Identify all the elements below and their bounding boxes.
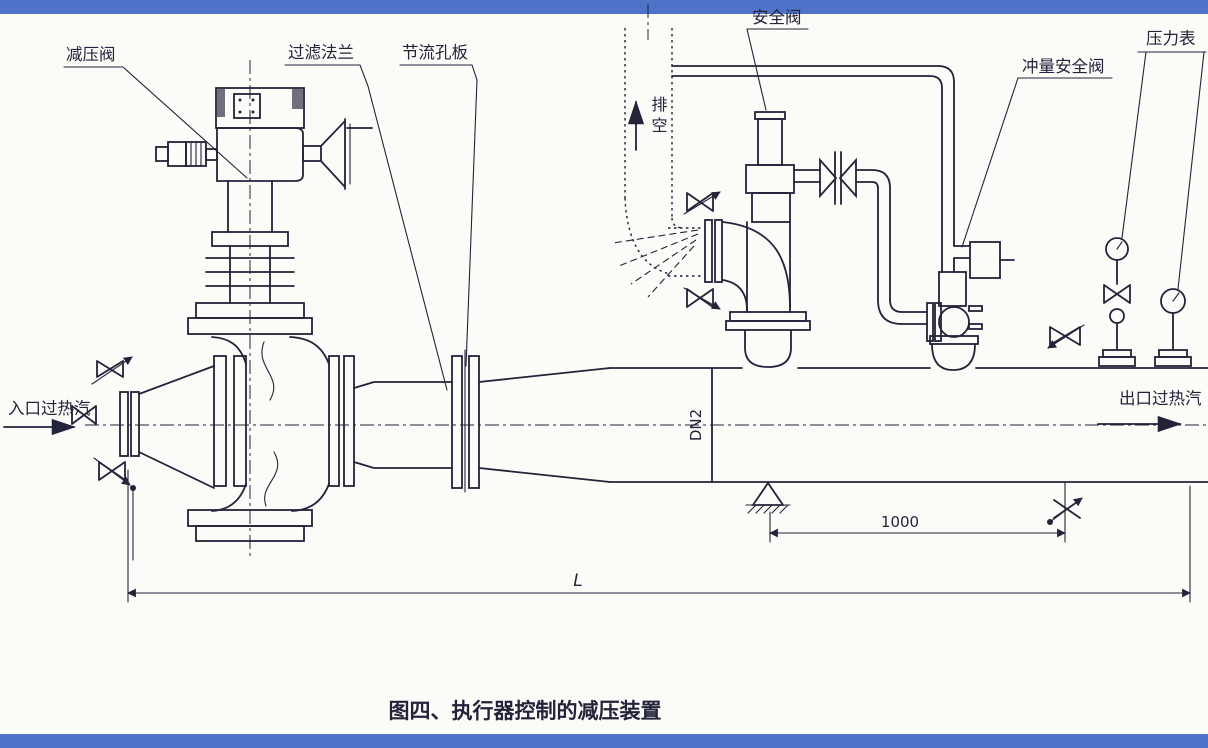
impulse-safety-valve-label: 冲量安全阀 [1022, 57, 1105, 76]
actuator [155, 87, 373, 304]
actuator-body [216, 127, 304, 182]
dimension-1000: 1000 [769, 482, 1066, 543]
bottom-bar [0, 734, 1208, 748]
terminal-box [233, 93, 261, 119]
impulse-line [793, 151, 928, 325]
top-bar [0, 0, 1208, 14]
reducing-valve-body [119, 60, 330, 558]
outlet-flow: 出口过热汽 [1097, 389, 1202, 433]
callout-pressure-gauge: 压力表 [1121, 29, 1207, 290]
handwheel [302, 118, 373, 190]
tap-valve-symbols [71, 191, 1085, 561]
dimension-1000-value: 1000 [881, 513, 919, 531]
pipe-support [745, 481, 791, 514]
damper-block [969, 241, 1001, 279]
motor [155, 141, 218, 167]
vent-pipe: 排空 [612, 4, 705, 298]
spring-dome [931, 343, 976, 371]
callout-safety-valve: 安全阀 [746, 8, 809, 111]
callout-filter-flange: 过滤法兰 [284, 43, 448, 391]
dimension-L-value: L [573, 571, 582, 591]
safety-valve [704, 111, 811, 368]
dimension-L: L [127, 469, 1191, 603]
orifice-fitting [819, 157, 857, 199]
figure-caption: 图四、执行器控制的减压装置 [389, 699, 662, 723]
pipe-expander [328, 349, 611, 493]
vent-label: 排空 [649, 96, 668, 138]
orifice-plate-label: 节流孔板 [402, 43, 468, 62]
callout-impulse-safety-valve: 冲量安全阀 [961, 57, 1113, 248]
reducing-valve-label: 减压阀 [66, 45, 116, 64]
pipe-size-label: DN2 [687, 409, 705, 441]
filter-flange-label: 过滤法兰 [288, 43, 354, 62]
pressure-gauge-1 [1098, 237, 1136, 367]
callout-reducing-valve: 减压阀 [63, 45, 248, 179]
main-pipe: DN2 [85, 367, 1208, 483]
pressure-gauge-label: 压力表 [1146, 29, 1196, 48]
safety-valve-label: 安全阀 [752, 8, 802, 27]
callout-orifice-plate: 节流孔板 [399, 43, 478, 367]
callout-labels: 减压阀 过滤法兰 节流孔板 安全阀 冲量安全阀 压力表 [63, 8, 1207, 391]
outlet-steam-label: 出口过热汽 [1119, 389, 1202, 408]
inlet-flow: 入口过热汽 [3, 399, 91, 436]
drain-valve-symbol [1047, 497, 1083, 525]
impulse-safety-valve [671, 65, 1015, 371]
inlet-steam-label: 入口过热汽 [8, 399, 91, 418]
pressure-gauge-2 [1154, 288, 1192, 367]
